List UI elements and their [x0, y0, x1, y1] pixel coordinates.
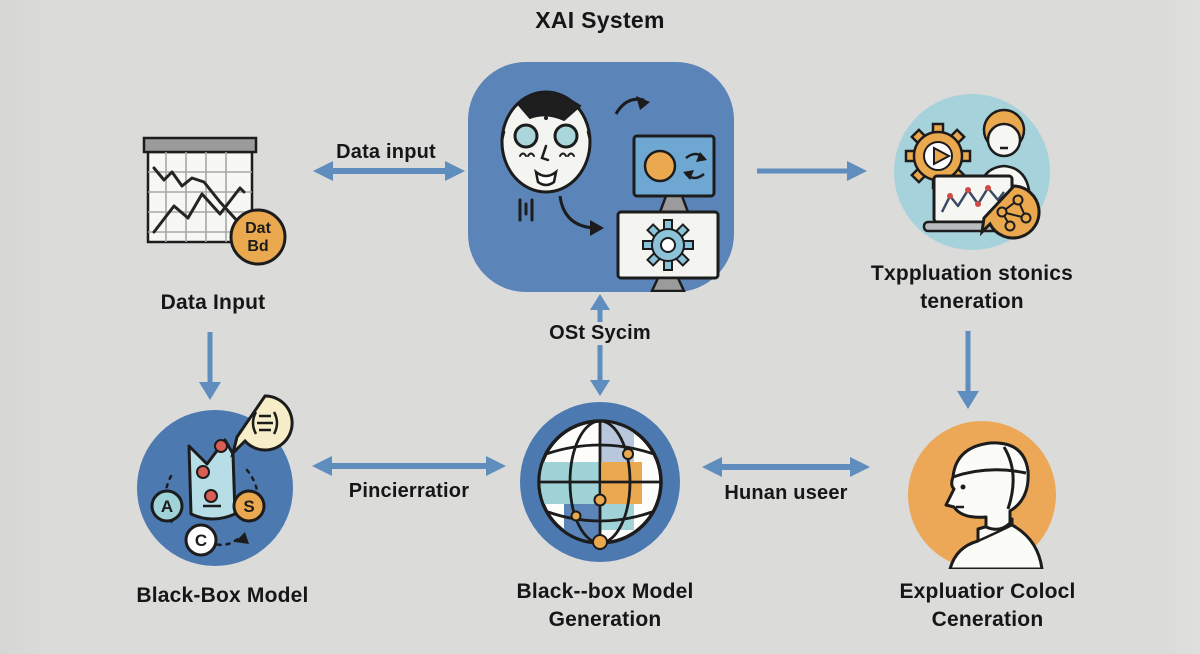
gear-play-icon: [904, 122, 972, 190]
black-box-model-label: Black-Box Model: [136, 584, 309, 607]
explanation-statistics-label: Txppluation stonics teneration: [870, 262, 1074, 313]
svg-text:Dat: Dat: [245, 220, 271, 237]
globe-icon: [537, 419, 663, 550]
arrow-hunan-useer: [702, 457, 870, 477]
svg-text:S: S: [243, 497, 254, 516]
arrow-pincierratior: [312, 456, 506, 476]
explanation-user-node: [908, 421, 1056, 569]
black-box-model-node: A C S: [137, 394, 294, 566]
svg-text:A: A: [161, 497, 173, 516]
svg-text:Bd: Bd: [247, 238, 268, 255]
dat-bd-badge: Dat Bd: [229, 208, 287, 266]
arrow-data-input: [313, 161, 465, 181]
arrow-core-to-explanation: [757, 161, 867, 181]
network-bubble-icon: [979, 184, 1041, 240]
chart-board-icon: Dat Bd: [142, 136, 287, 266]
monitor-refresh-icon: [632, 134, 716, 214]
arrow-ost-sycim: [590, 294, 610, 396]
pincierratior-label: Pincierratior: [348, 480, 470, 502]
human-profile-icon: [944, 441, 1044, 569]
speech-bubble-icon: [230, 394, 294, 458]
explanation-user-label: Expluatior Colocl Ceneration: [899, 580, 1076, 631]
svg-text:C: C: [195, 531, 207, 550]
model-generation-node: [520, 402, 680, 562]
arrow-data-to-blackbox: [199, 332, 221, 400]
monitor-gear-icon: [616, 210, 720, 292]
hunan-useer-label: Hunan useer: [724, 482, 848, 504]
analyst-laptop-icon: [904, 108, 1041, 240]
page-title: XAI System: [535, 7, 665, 33]
arrow-explanation-to-user: [957, 331, 979, 409]
model-generation-label: Black--box Model Generation: [516, 580, 694, 631]
data-input-label: Data Input: [160, 291, 266, 314]
explanation-statistics-node: [894, 94, 1050, 250]
data-input-edge-label: Data input: [336, 141, 436, 163]
black-box-icon: A C S: [150, 394, 294, 557]
xai-core-box: [468, 62, 734, 292]
robot-monitors-icon: [500, 90, 720, 292]
ost-sycim-label: OSt Sycim: [520, 322, 680, 345]
robot-face-icon: [500, 90, 592, 222]
